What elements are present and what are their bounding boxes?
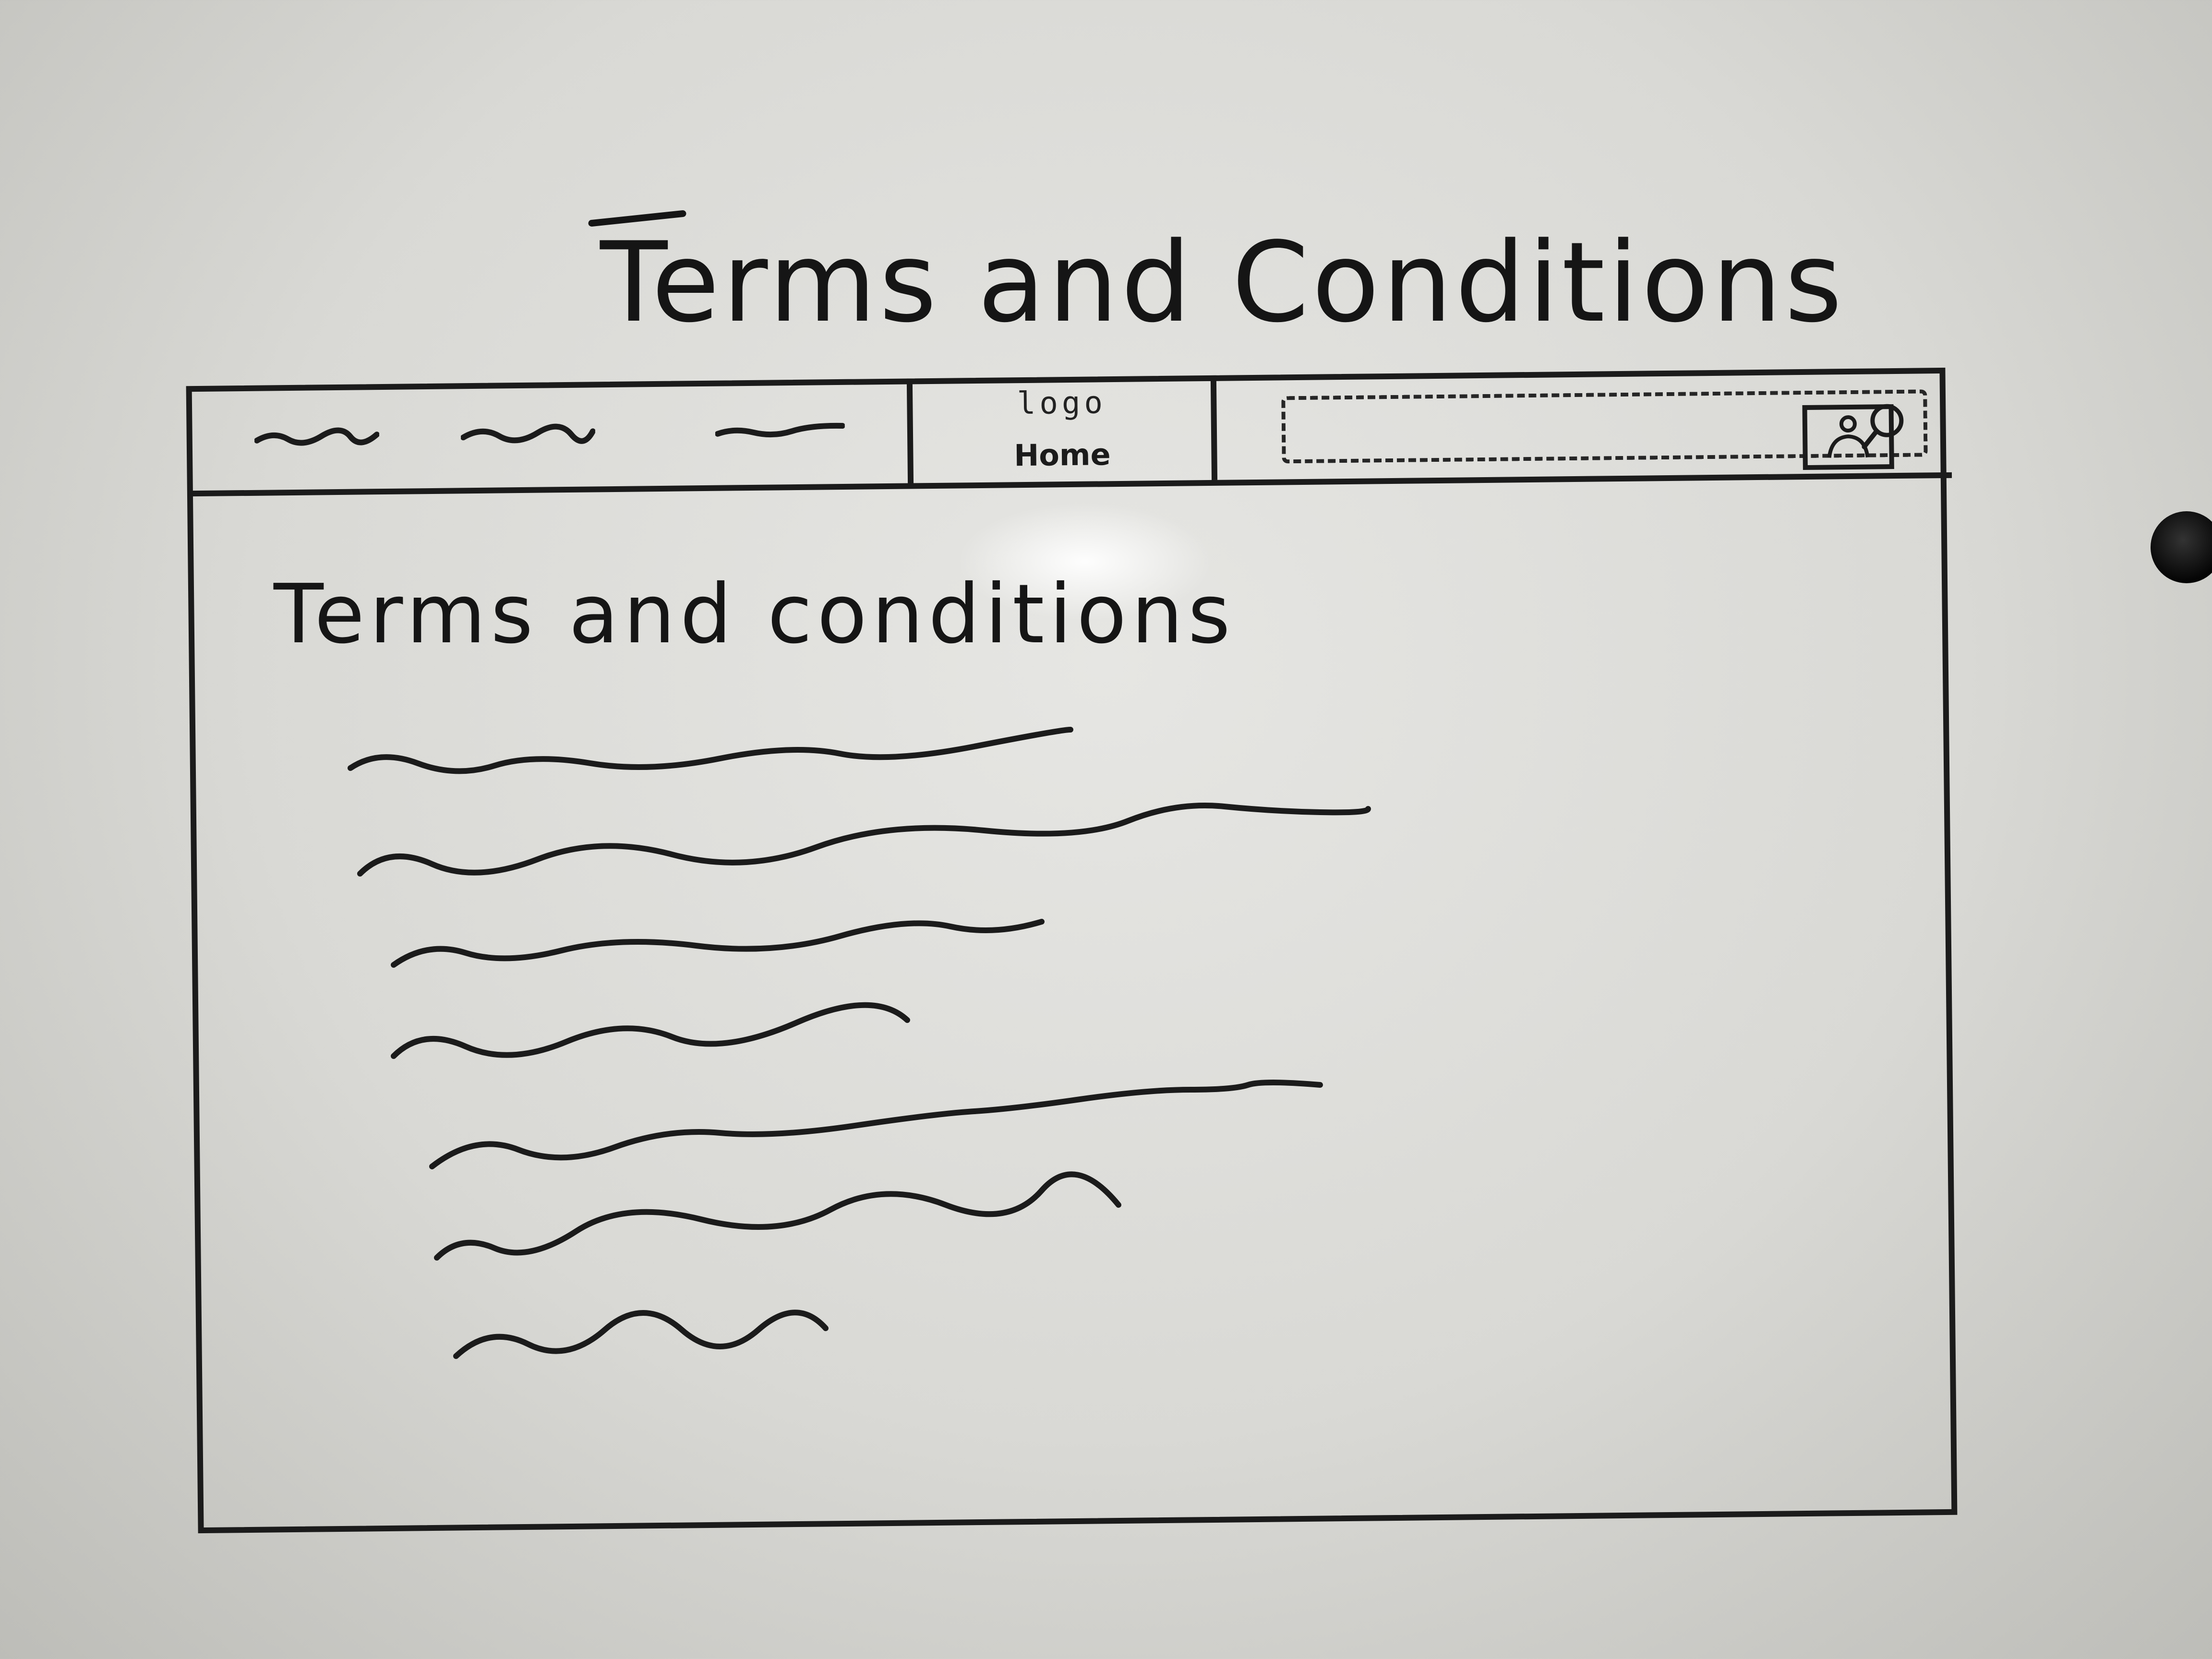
text-line-6 xyxy=(434,1171,1121,1261)
search-icon[interactable] xyxy=(1857,400,1910,456)
content-heading: Terms and conditions xyxy=(274,567,1236,662)
search-bar[interactable] xyxy=(1281,389,1928,464)
nav-link-1[interactable] xyxy=(254,420,380,450)
whiteboard-magnet xyxy=(2151,511,2212,583)
whiteboard-glare xyxy=(960,504,1210,619)
nav-link-3-scribble xyxy=(715,422,845,438)
text-line-5 xyxy=(429,1080,1323,1169)
text-line-3 xyxy=(391,919,1045,968)
nav-link-2-scribble xyxy=(460,423,596,444)
terms-text-lines xyxy=(348,727,1371,1359)
text-line-1 xyxy=(348,727,1073,774)
text-line-4 xyxy=(391,1002,910,1059)
search-input[interactable] xyxy=(1299,406,1830,447)
logo-home-box: logo Home xyxy=(906,375,1218,483)
nav-link-3[interactable] xyxy=(715,415,845,445)
home-link[interactable]: Home xyxy=(1014,437,1111,473)
navigation-bar: logo Home xyxy=(191,367,1952,497)
page-title: Terms and Conditions xyxy=(600,219,1845,347)
user-profile-icon[interactable] xyxy=(1802,404,1894,470)
text-line-7 xyxy=(453,1310,829,1359)
nav-link-1-scribble xyxy=(254,427,380,446)
logo: logo xyxy=(1017,385,1107,422)
nav-link-2[interactable] xyxy=(460,418,596,448)
text-line-2 xyxy=(357,803,1371,877)
